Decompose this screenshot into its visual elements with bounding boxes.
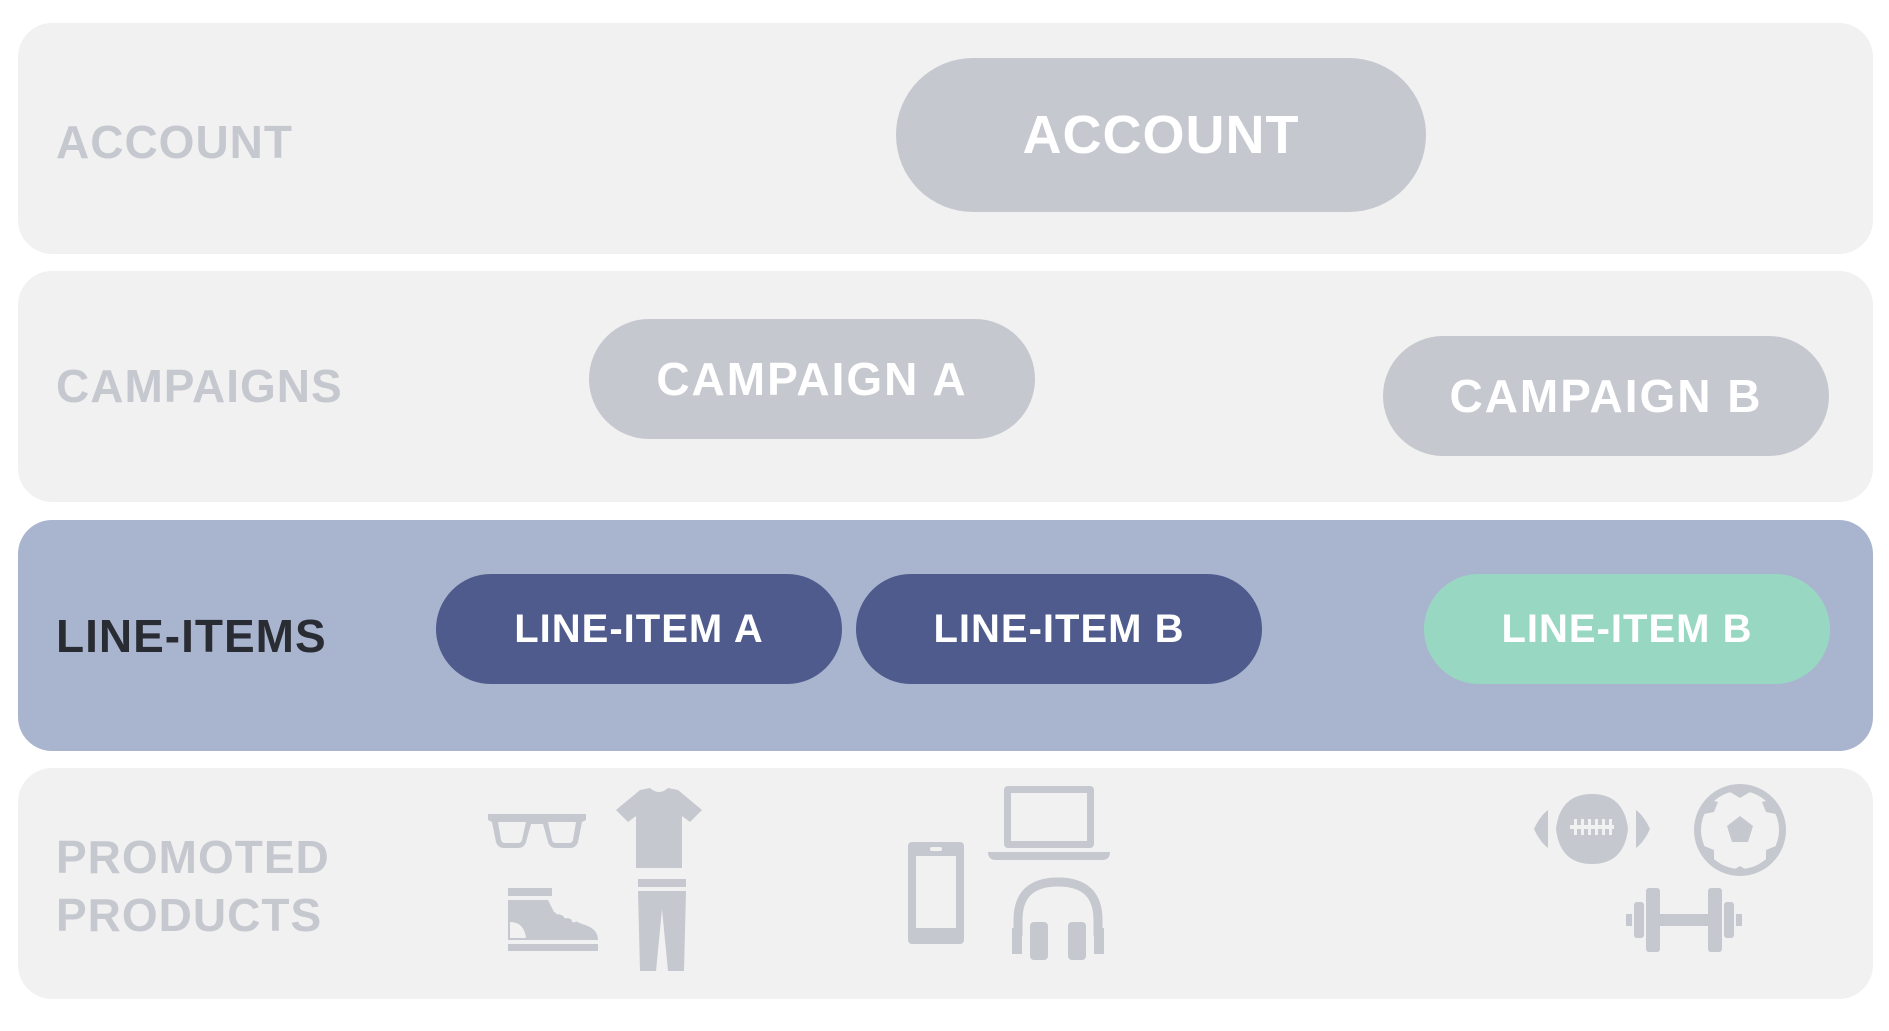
account-node[interactable]: ACCOUNT [896, 58, 1426, 212]
laptop-icon [988, 786, 1110, 860]
pants-icon [636, 879, 688, 971]
promoted-products-row: PROMOTED PRODUCTS [18, 768, 1873, 999]
campaign-b-node[interactable]: CAMPAIGN B [1383, 336, 1829, 456]
headphones-icon [1012, 876, 1104, 962]
t-shirt-icon [616, 788, 702, 868]
campaign-a-node[interactable]: CAMPAIGN A [589, 319, 1035, 439]
campaigns-row: CAMPAIGNS CAMPAIGN A CAMPAIGN B [18, 271, 1873, 502]
line-item-b-highlighted-node[interactable]: LINE-ITEM B [1424, 574, 1830, 684]
promoted-products-row-label: PROMOTED PRODUCTS [56, 831, 330, 941]
line-items-row-label: LINE-ITEMS [56, 610, 327, 662]
sneaker-icon [504, 888, 600, 952]
account-row: ACCOUNT ACCOUNT [18, 23, 1873, 254]
line-items-row: LINE-ITEMS LINE-ITEM A LINE-ITEM B LINE-… [18, 520, 1873, 751]
campaigns-row-label: CAMPAIGNS [56, 360, 343, 412]
account-row-label: ACCOUNT [56, 116, 293, 168]
soccer-ball-icon [1694, 784, 1786, 876]
dumbbell-icon [1626, 888, 1742, 952]
american-football-icon [1534, 792, 1650, 866]
smartphone-icon [908, 842, 964, 944]
sunglasses-icon [486, 810, 588, 852]
line-item-a-node[interactable]: LINE-ITEM A [436, 574, 842, 684]
line-item-b-node[interactable]: LINE-ITEM B [856, 574, 1262, 684]
